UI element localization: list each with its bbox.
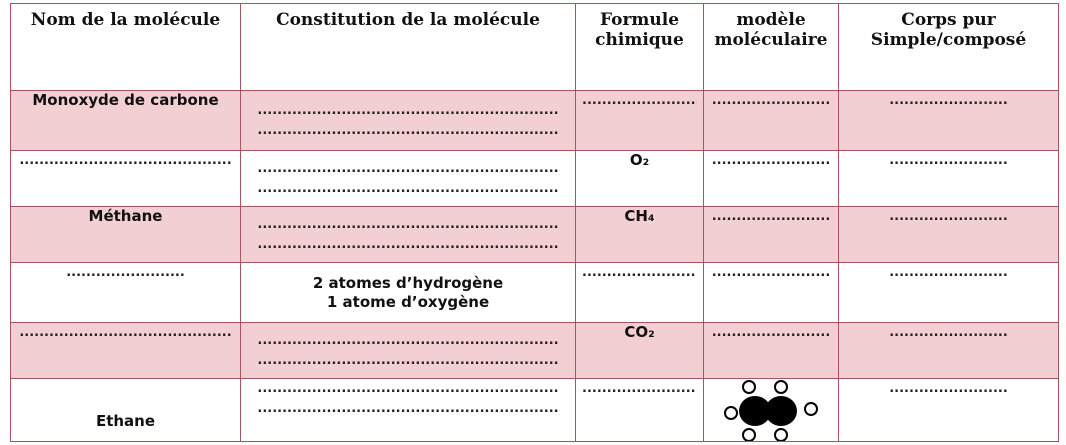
constitution-line: 2 atomes d’hydrogène: [312, 273, 504, 292]
header-model: modèle moléculaire: [703, 3, 839, 91]
ethane-ball-and-stick-model-icon: [724, 380, 818, 441]
molecule-name: Ethane: [10, 378, 241, 442]
blank-line[interactable]: ........................................…: [257, 381, 559, 396]
molecule-name[interactable]: ........................................…: [10, 150, 241, 207]
type-cell[interactable]: ........................: [838, 150, 1059, 207]
constitution-cell[interactable]: ........................................…: [240, 90, 576, 151]
blank-line[interactable]: ........................................…: [257, 180, 559, 196]
formula-cell: CO₂: [575, 322, 704, 379]
type-cell[interactable]: ........................: [838, 322, 1059, 379]
type-cell[interactable]: ........................: [838, 206, 1059, 263]
blank-line[interactable]: ........................................…: [257, 333, 559, 348]
type-cell[interactable]: ........................: [838, 90, 1059, 151]
constitution-cell[interactable]: ........................................…: [240, 378, 576, 442]
model-cell[interactable]: ........................: [703, 262, 839, 323]
header-name: Nom de la molécule: [10, 3, 241, 91]
formula-cell[interactable]: ............................: [575, 262, 704, 323]
molecule-name[interactable]: ........................: [10, 262, 241, 323]
model-cell[interactable]: ........................: [703, 322, 839, 379]
table-row: ........................................…: [10, 150, 1059, 207]
type-cell[interactable]: ........................: [838, 262, 1059, 323]
header-constitution: Constitution de la molécule: [240, 3, 576, 91]
table-row: ........................ 2 atomes d’hydr…: [10, 262, 1059, 323]
blank-line[interactable]: ........................................…: [257, 103, 559, 118]
type-cell[interactable]: ........................: [838, 378, 1059, 442]
model-cell: [703, 378, 839, 442]
formula-cell: O₂: [575, 150, 704, 207]
blank-line[interactable]: ........................................…: [257, 236, 559, 252]
constitution-cell[interactable]: ........................................…: [240, 150, 576, 207]
constitution-cell[interactable]: ........................................…: [240, 322, 576, 379]
blank-line[interactable]: ........................................…: [257, 400, 559, 416]
constitution-cell: 2 atomes d’hydrogène 1 atome d’oxygène: [240, 262, 576, 323]
molecule-name: Méthane: [10, 206, 241, 263]
molecule-name: Monoxyde de carbone: [10, 90, 241, 151]
header-formula: Formule chimique: [575, 3, 704, 91]
constitution-line: 1 atome d’oxygène: [326, 292, 490, 311]
molecule-name[interactable]: ........................................…: [10, 322, 241, 379]
blank-line[interactable]: ........................................…: [257, 161, 559, 176]
formula-cell: CH₄: [575, 206, 704, 263]
table-row: Monoxyde de carbone ....................…: [10, 90, 1059, 151]
blank-line[interactable]: ........................................…: [257, 217, 559, 232]
header-type: Corps pur Simple/composé: [838, 3, 1059, 91]
table-row: ........................................…: [10, 322, 1059, 379]
model-cell[interactable]: ........................: [703, 206, 839, 263]
table-row: Méthane ................................…: [10, 206, 1059, 263]
header-row: Nom de la molécule Constitution de la mo…: [10, 3, 1059, 91]
molecule-worksheet-table: Nom de la molécule Constitution de la mo…: [10, 3, 1059, 442]
formula-cell[interactable]: ........................: [575, 90, 704, 151]
blank-line[interactable]: ........................................…: [257, 122, 559, 138]
model-cell[interactable]: ........................: [703, 90, 839, 151]
blank-line[interactable]: ........................................…: [257, 352, 559, 368]
model-cell[interactable]: ........................: [703, 150, 839, 207]
table-row: Ethane .................................…: [10, 378, 1059, 442]
formula-cell[interactable]: ............................: [575, 378, 704, 442]
constitution-cell[interactable]: ........................................…: [240, 206, 576, 263]
